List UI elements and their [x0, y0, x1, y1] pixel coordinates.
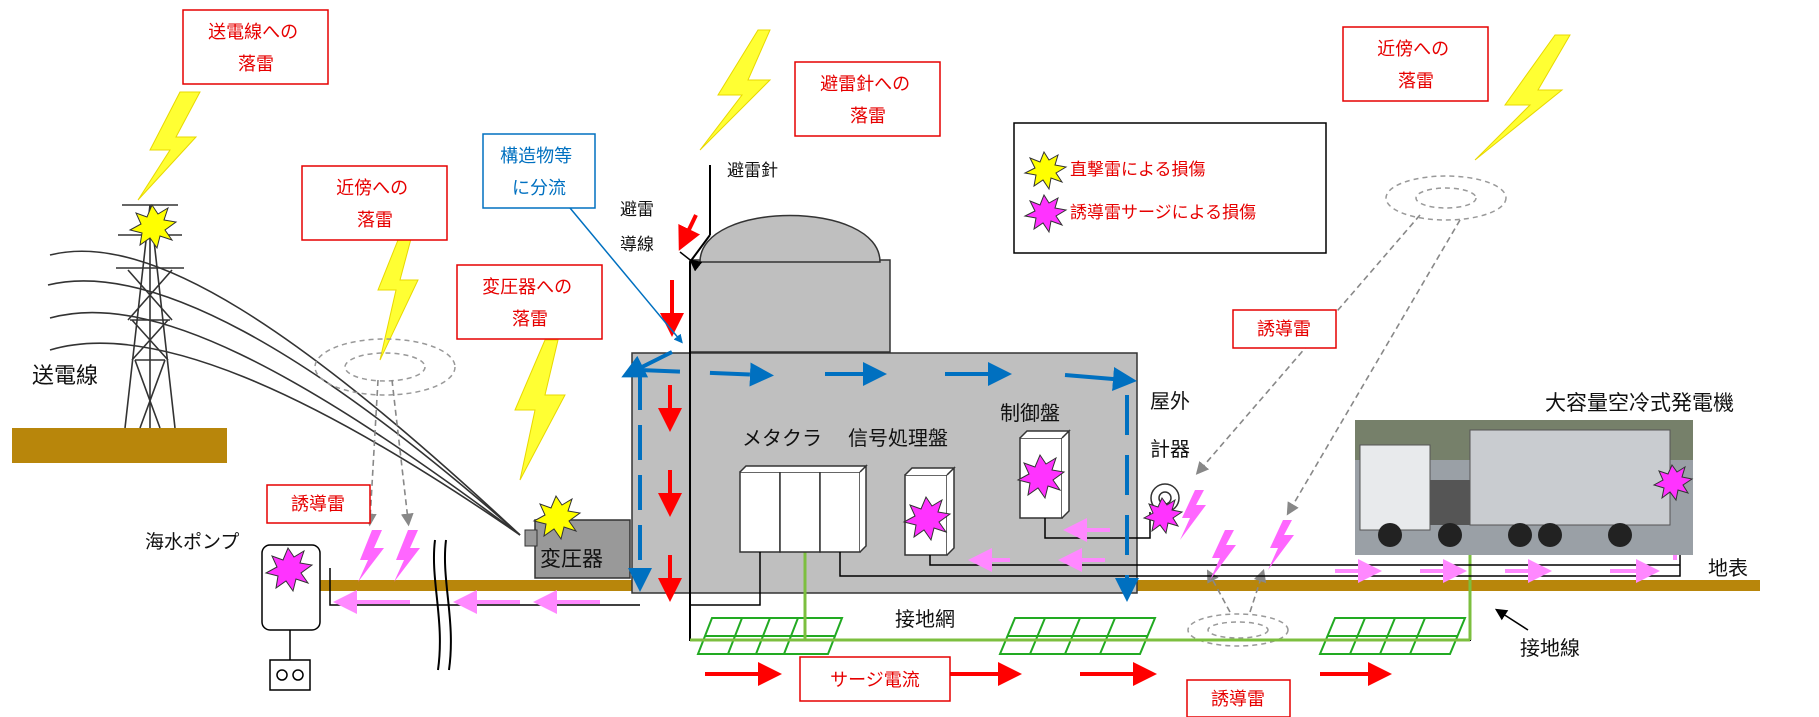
tower-ground-block: [12, 428, 227, 463]
generator-label: 大容量空冷式発電機: [1545, 391, 1734, 415]
cable-break-marks: [432, 539, 452, 671]
legend-induced-icon: [1023, 193, 1068, 234]
blue-split-arrows: [621, 350, 1139, 602]
induced-label-right: 誘導雷: [1257, 319, 1311, 340]
strike-rod-label-2: 落雷: [850, 106, 886, 127]
svg-text:近傍への 落雷: 近傍への 落雷: [1377, 39, 1455, 92]
ground-wire-pointer: [1494, 608, 1529, 631]
induced-damage-generator-icon: [1652, 463, 1694, 502]
down-conductor-label-1: 避雷: [620, 200, 654, 220]
metaclad-label: メタクラ: [742, 426, 822, 450]
lightning-bolt-nearby-left-icon: [377, 234, 419, 361]
lightning-bolt-transformer-icon: [514, 339, 566, 481]
strike-transformer-label-1: 変圧器への: [482, 277, 572, 298]
split-structure-label-1: 構造物等: [500, 146, 572, 167]
strike-rod-label-1: 避雷針への: [820, 74, 910, 95]
strike-transformer-label-2: 落雷: [512, 309, 548, 330]
split-callout-line: [569, 207, 683, 344]
ground-surface-label: 地表: [1708, 556, 1748, 580]
outdoor-meter-label-2: 計器: [1150, 437, 1190, 461]
split-structure-label-2: に分流: [512, 178, 566, 199]
down-conductor-label-2: 導線: [620, 235, 654, 255]
outdoor-meter-label-1: 屋外: [1150, 389, 1190, 413]
generator-truck-image: [1355, 420, 1693, 555]
direction-tick: [679, 251, 703, 272]
legend-direct-icon: [1023, 150, 1068, 191]
lightning-bolts: [137, 29, 1571, 481]
induced-label-bottom: 誘導雷: [1211, 689, 1265, 710]
seawater-pump-label: 海水ポンプ: [145, 531, 239, 553]
legend-induced-label: 誘導雷サージによる損傷: [1070, 203, 1256, 223]
ground-mesh: [690, 530, 1472, 655]
transformer-label: 変圧器: [540, 547, 603, 571]
svg-text:構造物等 に分流: 構造物等 に分流: [500, 146, 578, 199]
lightning-bolt-rod-icon: [699, 29, 772, 151]
svg-text:避雷 導線: 避雷 導線: [620, 200, 659, 255]
damage-stars: [128, 203, 1694, 593]
control-panel-label: 制御盤: [1000, 401, 1060, 425]
strike-nearby-right-label-1: 近傍への: [1377, 39, 1449, 60]
pink-induced-lightning: [358, 490, 1294, 582]
induced-dashed-arrows: [363, 214, 1461, 613]
lightning-bolt-nearby-right-icon: [1474, 34, 1571, 161]
induction-rings: [314, 175, 1507, 647]
induced-label-left: 誘導雷: [291, 494, 345, 515]
pink-induced-arrows: [333, 508, 1687, 614]
direct-damage-tower-icon: [128, 203, 178, 250]
svg-text:送電線への 落雷: 送電線への 落雷: [208, 22, 304, 75]
induced-damage-pump-icon: [264, 546, 314, 593]
svg-text:避雷針への 落雷: 避雷針への 落雷: [820, 74, 916, 127]
ground-mesh-label: 接地網: [895, 607, 955, 631]
strike-transmission-label-1: 送電線への: [208, 22, 298, 43]
surge-current-label: サージ電流: [830, 670, 920, 691]
legend-direct-label: 直撃雷による損傷: [1070, 160, 1206, 180]
induced-damage-control-icon: [1016, 453, 1066, 500]
metaclad-panel: [739, 464, 868, 553]
induced-damage-meter-icon: [1142, 496, 1184, 535]
induced-damage-signal-icon: [902, 495, 952, 542]
direct-damage-transformer-icon: [532, 494, 582, 541]
plant-building: [631, 214, 1138, 594]
ground-wire-label: 接地線: [1520, 636, 1580, 660]
svg-text:屋外 計器: 屋外 計器: [1150, 389, 1196, 461]
strike-nearby-right-label-2: 落雷: [1398, 71, 1434, 92]
svg-text:近傍への 落雷: 近傍への 落雷: [336, 178, 414, 231]
transmission-line-label: 送電線: [32, 364, 98, 389]
lightning-bolt-transmission-icon: [137, 91, 201, 201]
strike-nearby-left-label-1: 近傍への: [336, 178, 408, 199]
strike-transmission-label-2: 落雷: [238, 54, 274, 75]
red-surge-arrows: [658, 214, 1392, 686]
signal-panel-label: 信号処理盤: [848, 426, 948, 450]
svg-text:変圧器への 落雷: 変圧器への 落雷: [482, 277, 578, 330]
strike-nearby-left-label-2: 落雷: [357, 210, 393, 231]
label-boxes: [182, 9, 1489, 717]
lightning-rod-label: 避雷針: [727, 161, 778, 181]
